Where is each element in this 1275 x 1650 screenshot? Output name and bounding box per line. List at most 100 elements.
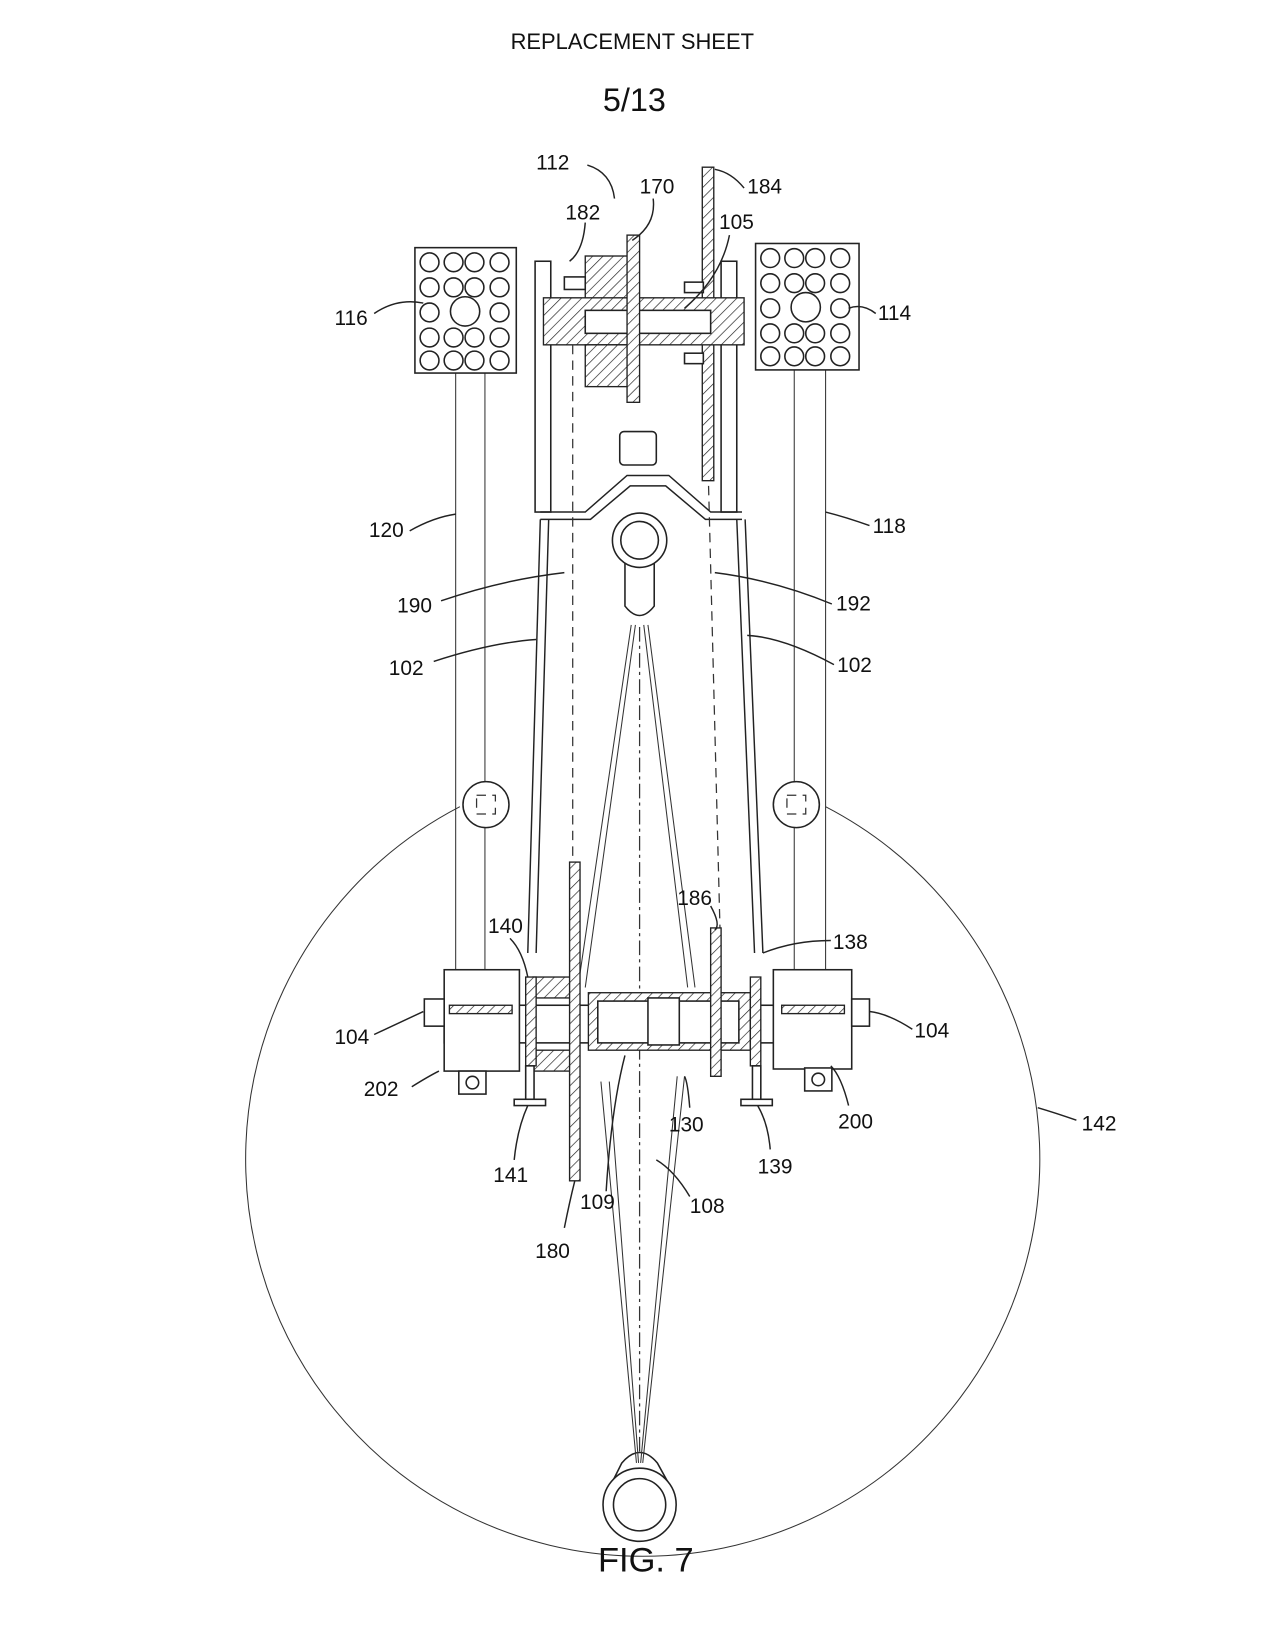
- chain-192: [707, 485, 722, 972]
- pedal-hole: [489, 277, 510, 298]
- pedal-hole: [489, 302, 510, 323]
- pedal-hole: [830, 323, 851, 344]
- label-105: 105: [719, 211, 754, 234]
- pedal-hole: [489, 327, 510, 348]
- bearing-block: [532, 1049, 576, 1072]
- pedal-hole: [760, 247, 781, 269]
- bolt: [683, 281, 705, 294]
- axle-core: [584, 309, 712, 335]
- label-170: 170: [640, 175, 675, 198]
- label-180: 180: [535, 1240, 570, 1263]
- hub-block-lower: [584, 344, 630, 388]
- pedal-hole: [464, 350, 485, 371]
- pedal-114: [754, 242, 860, 371]
- pedal-hole: [760, 323, 781, 344]
- pedal-spindle-hole: [790, 291, 822, 323]
- nut-left: [423, 998, 445, 1027]
- nut-right: [850, 998, 871, 1027]
- label-114: 114: [878, 302, 911, 325]
- label-118: 118: [873, 515, 906, 538]
- pedal-hole: [443, 327, 464, 348]
- lower-crank: [602, 1451, 677, 1543]
- label-142: 142: [1082, 1113, 1117, 1136]
- pedal-hole: [760, 346, 781, 367]
- screw-icon: [811, 1072, 826, 1087]
- keyway-right: [781, 1004, 846, 1015]
- pedal-hole: [464, 277, 485, 298]
- pedal-hole: [830, 247, 851, 269]
- label-112: 112: [536, 151, 569, 174]
- label-139: 139: [758, 1155, 793, 1178]
- pedal-hole: [419, 327, 440, 348]
- pedal-rod-120: [455, 373, 510, 972]
- hub-block-upper: [584, 255, 630, 299]
- label-200: 200: [838, 1111, 873, 1134]
- bearing-138: [749, 976, 762, 1067]
- label-104-right: 104: [914, 1020, 949, 1043]
- label-108: 108: [690, 1195, 725, 1218]
- label-140: 140: [488, 915, 523, 938]
- label-202: 202: [364, 1078, 399, 1101]
- pedal-hole: [804, 272, 826, 294]
- pedal-hole: [784, 272, 805, 294]
- pedal-hole: [419, 252, 440, 273]
- label-109: 109: [580, 1191, 615, 1214]
- sprocket-180: [568, 861, 581, 1182]
- freewheel-130: [647, 997, 681, 1046]
- label-190: 190: [397, 594, 432, 617]
- label-104-left: 104: [334, 1026, 369, 1049]
- sheet-number: 5/13: [603, 82, 666, 118]
- pedal-hole: [419, 350, 440, 371]
- pedal-hole: [443, 252, 464, 273]
- pedal-hole: [443, 350, 464, 371]
- spokes-108: [577, 624, 696, 1464]
- crossbar: [540, 474, 742, 521]
- pedal-hole: [830, 272, 851, 294]
- pedal-hole: [784, 346, 805, 367]
- pin-141: [513, 1065, 547, 1107]
- pin-139: [740, 1065, 774, 1107]
- label-184: 184: [747, 175, 782, 198]
- label-102-left: 102: [389, 657, 424, 680]
- square-tube: [618, 430, 658, 466]
- pedal-rod-118: [772, 369, 827, 972]
- keyway-left: [448, 1004, 513, 1015]
- hub-202: [443, 968, 521, 1072]
- pedal-hole: [784, 247, 805, 269]
- label-130: 130: [669, 1114, 704, 1137]
- sprocket-186: [709, 927, 722, 1077]
- pedal-hole: [804, 346, 826, 367]
- bearing-140: [525, 976, 537, 1067]
- label-141: 141: [493, 1164, 528, 1187]
- upper-crank: [611, 512, 668, 617]
- pedal-spindle-hole: [449, 295, 481, 327]
- pedal-hole: [830, 346, 851, 367]
- leader-lines: [373, 164, 1077, 1228]
- label-182: 182: [565, 201, 600, 224]
- reference-numerals: 112 170 182 184 105 116 114 120 118 190 …: [334, 151, 1116, 1263]
- bearing-block: [532, 976, 576, 999]
- pedal-hole: [419, 277, 440, 298]
- pedal-hole: [760, 298, 781, 319]
- pedal-hole: [760, 272, 781, 294]
- bolt-182: [563, 276, 587, 291]
- label-116: 116: [334, 307, 367, 330]
- label-138: 138: [833, 931, 868, 954]
- pedal-hole: [784, 323, 805, 344]
- label-102-right: 102: [837, 654, 872, 677]
- sprocket-170: [626, 234, 641, 403]
- pedal-hole: [804, 247, 826, 269]
- label-186: 186: [677, 887, 712, 910]
- pedal-hole: [489, 252, 510, 273]
- hub-200: [772, 968, 853, 1070]
- pedal-hole: [804, 323, 826, 344]
- screw-icon: [465, 1075, 480, 1090]
- circle-142: [245, 806, 1041, 1557]
- pedal-hole: [464, 252, 485, 273]
- pedal-hole: [443, 277, 464, 298]
- pedal-hole: [464, 327, 485, 348]
- sheet-header: REPLACEMENT SHEET: [511, 29, 754, 54]
- pedal-hole: [830, 298, 851, 319]
- bolt: [683, 352, 705, 365]
